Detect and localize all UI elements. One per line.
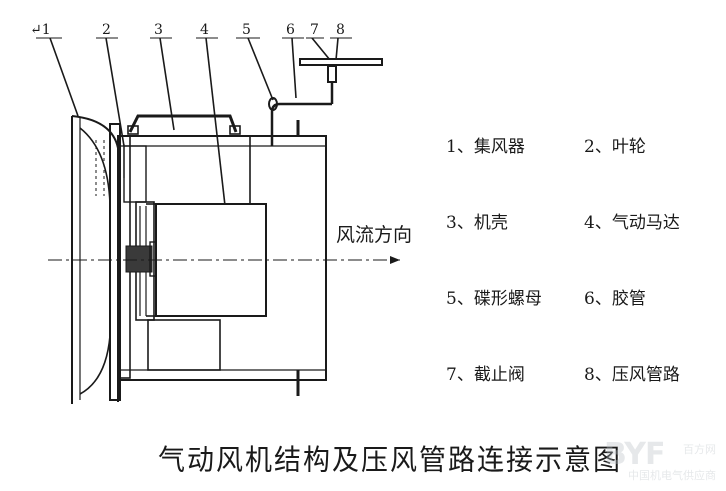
- callout-6: 6: [286, 22, 295, 38]
- legend-item: 4、气动马达: [584, 213, 680, 233]
- air-hose: [270, 102, 332, 146]
- watermark-logo: BYF: [604, 437, 665, 472]
- legend-item: 3、机壳: [446, 213, 508, 233]
- leader-line-8: [335, 37, 339, 61]
- flow-direction-label: 风流方向: [336, 224, 413, 246]
- air-collector: [71, 115, 119, 149]
- site-watermark: BYF 百方网 中国机电气供应商: [600, 437, 718, 483]
- callout-4: 4: [200, 22, 209, 38]
- wing-nut: [268, 97, 278, 111]
- legend-item: 1、集风器: [446, 137, 525, 157]
- callout-7: 7: [310, 22, 319, 38]
- leader-line-6: [291, 37, 297, 99]
- leader-line-5: [247, 37, 274, 101]
- legend-item: 2、叶轮: [584, 137, 646, 157]
- flow-arrow-head: [390, 256, 400, 264]
- leader-line-1: [49, 37, 79, 117]
- stop-valve: [327, 65, 337, 83]
- callout-2: 2: [102, 22, 111, 38]
- legend-item: 7、截止阀: [446, 365, 525, 385]
- figure-caption: 气动风机结构及压风管路连接示意图: [158, 444, 622, 477]
- callout-1: ↵1: [30, 22, 51, 38]
- legend-item: 6、胶管: [584, 289, 646, 309]
- compressed-air-pipe: [299, 58, 383, 66]
- lifting-handle: [128, 114, 238, 133]
- leader-line-7: [311, 37, 331, 61]
- callout-5: 5: [242, 22, 251, 38]
- callout-8: 8: [336, 22, 345, 38]
- watermark-subtitle: 中国机电气供应商: [628, 469, 716, 482]
- callout-3: 3: [154, 22, 163, 38]
- legend-item: 5、碟形螺母: [446, 289, 542, 309]
- watermark-domain: 百方网: [683, 443, 716, 456]
- legend-item: 8、压风管路: [584, 365, 680, 385]
